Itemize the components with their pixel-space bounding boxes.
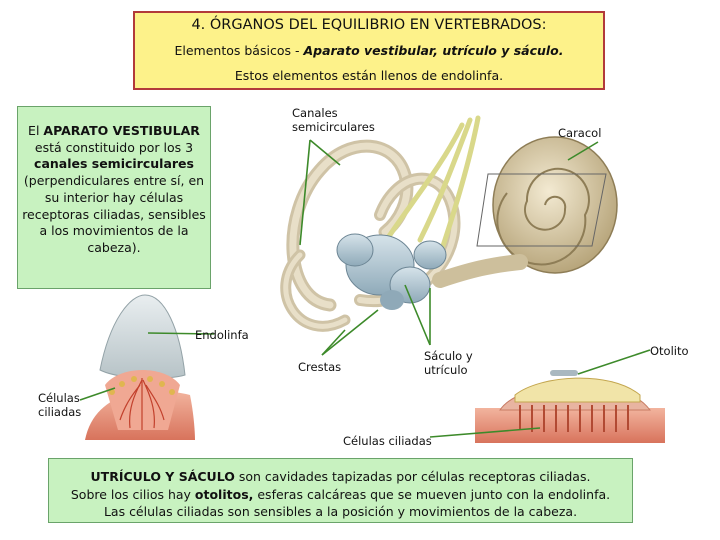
label-otolito: Otolito	[650, 344, 689, 358]
label-endolinfa: Endolinfa	[195, 328, 249, 342]
subline-prefix: Elementos básicos -	[174, 43, 303, 58]
label-canales: Canales semicirculares	[292, 106, 387, 134]
title-note: Estos elementos están llenos de endolinf…	[135, 68, 603, 83]
bottom-line-1: UTRÍCULO Y SÁCULO son cavidades tapizada…	[49, 468, 632, 486]
vestibular-info-box: El APARATO VESTIBULAR está constituido p…	[17, 106, 211, 289]
bottom-bold-2: otolitos,	[195, 487, 253, 502]
arrow-otolito	[578, 350, 650, 374]
label-celulas-ciliadas-left: Células ciliadas	[38, 391, 83, 419]
bottom-text-2: Sobre los cilios hay	[71, 487, 195, 502]
crista-ampullaris	[85, 295, 195, 440]
info-text-3: (perpendiculares entre sí, en su interio…	[22, 173, 206, 255]
bottom-text-1: son cavidades tapizadas por células rece…	[235, 469, 591, 484]
subline-bold: Aparato vestibular, utrículo y sáculo.	[303, 43, 563, 58]
label-celulas-ciliadas-bottom: Células ciliadas	[343, 434, 432, 448]
label-crestas: Crestas	[298, 360, 341, 374]
arrow-crestas-2	[322, 310, 378, 355]
info-bold-1: APARATO VESTIBULAR	[43, 123, 200, 138]
macula	[475, 370, 665, 443]
utriculo-saculo-info-box: UTRÍCULO Y SÁCULO son cavidades tapizada…	[48, 458, 633, 523]
info-bold-2: canales semicirculares	[34, 156, 194, 171]
label-saculo-utriculo: Sáculo y utrículo	[424, 349, 484, 377]
page-title: 4. ÓRGANOS DEL EQUILIBRIO EN VERTEBRADOS…	[135, 17, 603, 33]
info-text-2: está constituido por los 3	[35, 140, 193, 155]
bottom-line-2: Sobre los cilios hay otolitos, esferas c…	[49, 486, 632, 504]
info-text-1: El	[28, 123, 43, 138]
title-box: 4. ÓRGANOS DEL EQUILIBRIO EN VERTEBRADOS…	[133, 11, 605, 90]
bottom-text-3: esferas calcáreas que se mueven junto co…	[253, 487, 610, 502]
bottom-line-3: Las células ciliadas son sensibles a la …	[49, 503, 632, 521]
label-caracol: Caracol	[558, 126, 601, 140]
title-subline: Elementos básicos - Aparato vestibular, …	[135, 43, 603, 58]
bottom-bold-1: UTRÍCULO Y SÁCULO	[91, 469, 235, 484]
